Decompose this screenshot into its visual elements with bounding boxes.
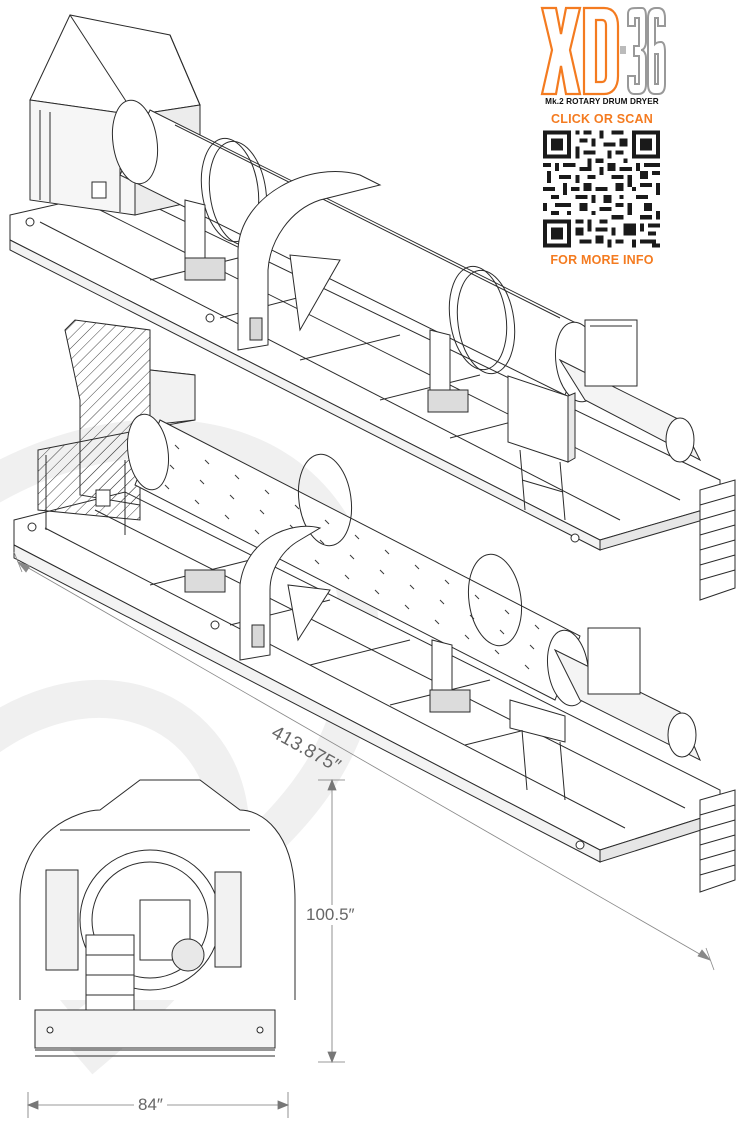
model-logo — [540, 6, 666, 96]
model-subtitle: Mk.2 ROTARY DRUM DRYER — [545, 97, 659, 106]
end-view — [19, 779, 296, 1057]
control-panel — [507, 375, 576, 521]
burner-housing-cutaway — [553, 627, 701, 762]
width-dimension-label: 84″ — [134, 1095, 167, 1115]
cta-click-or-scan[interactable]: CLICK OR SCAN — [551, 112, 653, 126]
height-dimension-label: 100.5″ — [304, 905, 357, 925]
control-panel-cutaway — [509, 699, 566, 801]
inlet-hood-cutaway — [37, 319, 196, 535]
burner-housing — [558, 319, 702, 463]
isometric-view-cutaway — [13, 319, 736, 893]
drive-stand-cutaway — [184, 569, 471, 713]
end-view-panel-right — [214, 871, 242, 968]
drive-shroud — [237, 171, 382, 351]
access-ladder — [699, 479, 736, 601]
end-view-base — [34, 1009, 276, 1049]
cta-for-more-info[interactable]: FOR MORE INFO — [550, 253, 654, 267]
drive-shroud-cutaway — [239, 525, 331, 661]
end-view-panel-left — [45, 869, 79, 971]
flight-rows — [164, 444, 540, 670]
access-ladder-cutaway — [699, 789, 736, 893]
drive-stand — [184, 199, 469, 413]
length-dimension — [13, 551, 715, 971]
qr-code-icon[interactable] — [543, 129, 660, 249]
isometric-view-assembled — [9, 14, 736, 601]
